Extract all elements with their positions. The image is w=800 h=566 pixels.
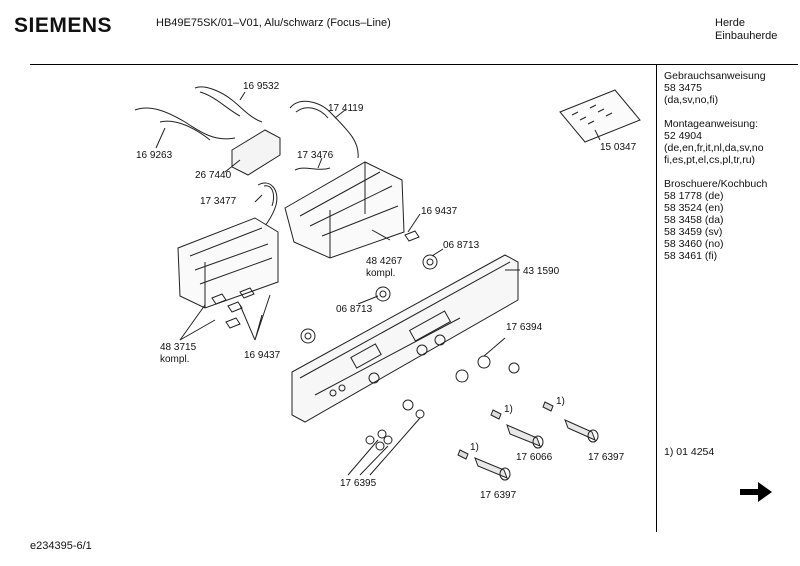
wire-harness — [199, 91, 241, 117]
spring-clip — [422, 254, 438, 270]
small-knob — [375, 441, 385, 451]
spring-clip — [300, 328, 316, 344]
part-label: kompl. — [160, 354, 190, 365]
doc-line: Gebrauchsanweisung — [664, 70, 766, 82]
part-label: 17 3477 — [200, 196, 237, 207]
control-shaft — [474, 457, 508, 479]
doc-line: Broschuere/Kochbuch — [664, 178, 768, 190]
brand-logo: SIEMENS — [14, 14, 113, 37]
part-label: 17 6066 — [516, 452, 553, 463]
part-label: 17 6395 — [340, 478, 377, 489]
doc-line: 58 3460 (no) — [664, 238, 724, 250]
header-divider — [30, 64, 798, 65]
part-label: 17 6397 — [480, 490, 517, 501]
fascia-panel — [291, 254, 519, 423]
spring-clip — [375, 286, 391, 302]
doc-line: 58 3475 — [664, 82, 702, 94]
small-knob — [383, 435, 393, 445]
ribbon-cable — [289, 100, 359, 159]
part-label: 17 6397 — [588, 452, 625, 463]
part-label: 15 0347 — [600, 142, 637, 153]
category-label: Herde Einbauherde — [715, 17, 777, 43]
doc-line: 58 3458 (da) — [664, 214, 724, 226]
small-knob — [415, 409, 425, 419]
knob — [477, 355, 491, 369]
doc-line: fi,es,pt,el,cs,pl,tr,ru) — [664, 154, 756, 166]
screw-bag — [559, 89, 641, 143]
doc-line: (da,sv,no,fi) — [664, 94, 719, 106]
footnote-marker: 1) — [556, 396, 565, 407]
knob — [455, 369, 469, 383]
part-label: 17 6394 — [506, 322, 543, 333]
part-label: 17 3476 — [297, 150, 334, 161]
connector-block — [231, 129, 281, 176]
wire-harness — [134, 107, 236, 140]
ribbon-cable — [263, 185, 275, 207]
footnote: 1) 01 4254 — [664, 446, 715, 458]
knob — [508, 362, 520, 374]
wire-harness — [159, 120, 211, 141]
doc-line: Montageanweisung: — [664, 118, 758, 130]
part-label: 16 9263 — [136, 150, 173, 161]
doc-line: 58 3461 (fi) — [664, 250, 718, 262]
documentation-sidebar: Gebrauchsanweisung 58 3475 (da,sv,no,fi)… — [664, 70, 798, 274]
control-module-upper — [284, 161, 405, 259]
part-label: 48 3715 — [160, 342, 197, 353]
control-shaft — [564, 419, 596, 441]
doc-group-cookbook: Broschuere/Kochbuch 58 1778 (de) 58 3524… — [664, 178, 798, 262]
control-module-lower — [177, 217, 279, 309]
arrow-right-icon[interactable] — [738, 480, 774, 504]
part-label: 48 4267 — [366, 256, 403, 267]
ribbon-cable — [257, 182, 278, 231]
part-label: 06 8713 — [443, 240, 480, 251]
part-label: 06 8713 — [336, 304, 373, 315]
doc-line: (de,en,fr,it,nl,da,sv,no — [664, 142, 764, 154]
footnote-marker: 1) — [504, 404, 513, 415]
doc-group-manual: Gebrauchsanweisung 58 3475 (da,sv,no,fi) — [664, 70, 798, 106]
doc-group-installation: Montageanweisung: 52 4904 (de,en,fr,it,n… — [664, 118, 798, 166]
ribbon-cable — [295, 107, 329, 119]
small-knob — [365, 435, 375, 445]
sidebar-divider — [656, 64, 657, 532]
knob — [402, 399, 414, 411]
part-label: 26 7440 — [195, 170, 232, 181]
part-label: kompl. — [366, 268, 396, 279]
doc-line: 58 3524 (en) — [664, 202, 724, 214]
doc-line: 58 1778 (de) — [664, 190, 724, 202]
small-knob — [377, 429, 387, 439]
doc-line: 58 3459 (sv) — [664, 226, 723, 238]
control-shaft — [506, 424, 541, 447]
footnote-marker: 1) — [470, 442, 479, 453]
small-cable — [294, 167, 331, 171]
model-title: HB49E75SK/01–V01, Alu/schwarz (Focus–Lin… — [156, 17, 391, 29]
part-label: 16 9532 — [243, 81, 280, 92]
part-label: 17 4119 — [328, 103, 364, 114]
document-id: e234395-6/1 — [30, 540, 92, 552]
category-line-2: Einbauherde — [715, 30, 778, 42]
doc-line: 52 4904 — [664, 130, 702, 142]
part-label: 16 9437 — [244, 350, 281, 361]
category-line-1: Herde — [715, 17, 745, 29]
wire-harness — [194, 86, 263, 123]
part-label: 16 9437 — [421, 206, 458, 217]
part-label: 43 1590 — [523, 266, 560, 277]
